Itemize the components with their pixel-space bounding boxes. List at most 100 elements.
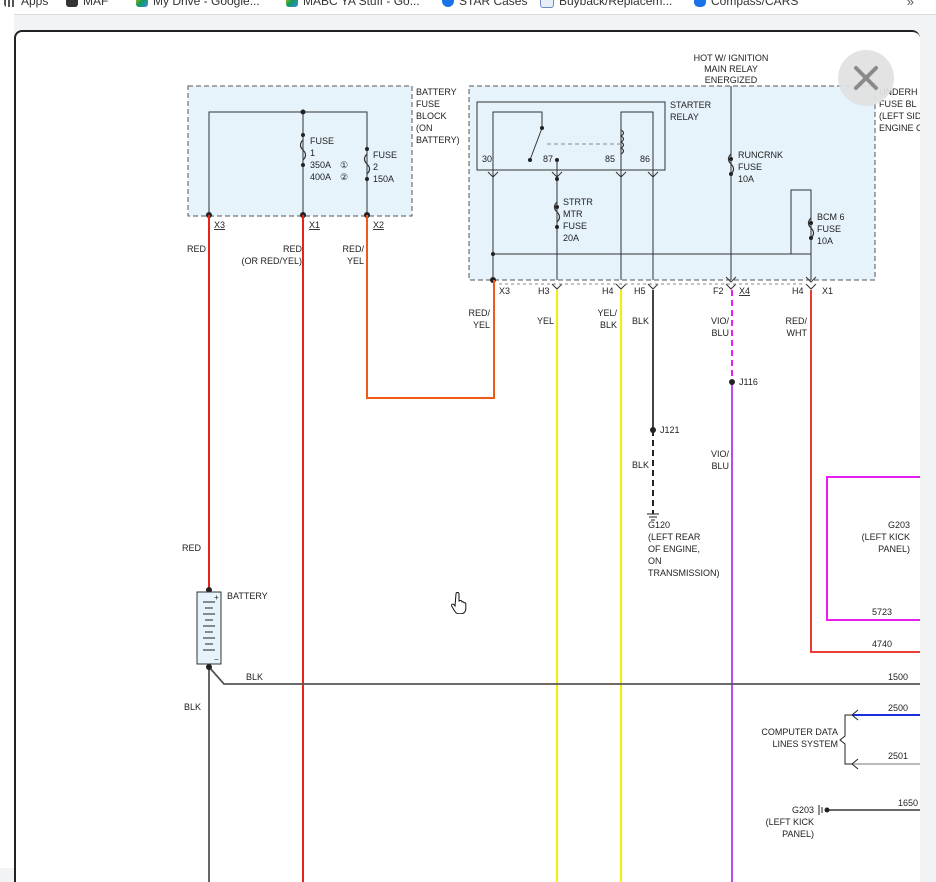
splice-dot bbox=[365, 177, 369, 181]
starter-relay-box bbox=[476, 101, 666, 171]
bookmark-apps[interactable]: Apps bbox=[4, 0, 48, 8]
relay-contact-dot bbox=[540, 126, 544, 130]
bookmark-buyback[interactable]: Buyback/Replacem... bbox=[540, 0, 672, 8]
circuit-2500-label: 2500 bbox=[888, 703, 908, 713]
wire-label-vio-blu-top: VIO/BLU bbox=[711, 316, 730, 338]
splice-dot bbox=[729, 157, 733, 161]
wire-label-red-left: RED bbox=[187, 244, 207, 254]
g203-component-box bbox=[826, 476, 920, 621]
battery-symbol: + − bbox=[196, 591, 222, 665]
close-icon bbox=[854, 66, 878, 90]
circuit-5723-label: 5723 bbox=[872, 607, 892, 617]
close-viewer-button[interactable] bbox=[838, 50, 894, 106]
wire-label-red-yel-top: RED/YEL bbox=[342, 244, 364, 266]
terminal-x2-label: X2 bbox=[373, 220, 384, 230]
fuse-2-symbol bbox=[363, 153, 371, 175]
relay-pin-86: 86 bbox=[640, 154, 650, 164]
wire-blk-1500 bbox=[208, 666, 920, 685]
drive-icon bbox=[286, 0, 298, 7]
compass-cloud-icon bbox=[694, 0, 706, 7]
starter-relay-internals bbox=[492, 111, 654, 167]
splice-dot bbox=[555, 225, 559, 229]
splice-dot bbox=[809, 236, 813, 240]
wire-label-yel-blk: YEL/BLK bbox=[597, 308, 617, 330]
circuit-4740-label: 4740 bbox=[872, 639, 892, 649]
wire-red-wht-x1 bbox=[810, 290, 920, 653]
relay-pin-85: 85 bbox=[605, 154, 615, 164]
bookmark-my-drive[interactable]: My Drive - Google... bbox=[136, 0, 260, 8]
drive-icon bbox=[136, 0, 148, 7]
bookmarks-bar: Apps MAF My Drive - Google... MABC YA St… bbox=[0, 0, 936, 15]
splice-dot bbox=[555, 205, 559, 209]
apps-grid-icon bbox=[4, 0, 16, 7]
wire-red-yel-x2 bbox=[366, 215, 495, 399]
splice-dot bbox=[809, 221, 813, 225]
hand-pointer-cursor-icon bbox=[450, 591, 468, 619]
relay-contact-dot bbox=[555, 158, 559, 162]
circuit-2501-label: 2501 bbox=[888, 751, 908, 761]
battery-minus-sign: − bbox=[214, 655, 219, 664]
wire-label-blk-j121: BLK bbox=[632, 460, 649, 470]
splice-dot bbox=[365, 147, 369, 151]
terminal-h5-label: H5 bbox=[634, 286, 646, 296]
relay-pin-30: 30 bbox=[482, 154, 492, 164]
terminal-x4-label: X4 bbox=[739, 286, 750, 296]
wire-label-red-wht: RED/WHT bbox=[785, 316, 807, 338]
splice-j121-dot bbox=[650, 427, 656, 433]
ground-g203-bottom-symbol bbox=[818, 805, 830, 815]
star-cases-icon bbox=[442, 0, 454, 7]
circuit-1650-label: 1650 bbox=[898, 798, 918, 808]
wire-label-red-mid: RED(OR RED/YEL) bbox=[241, 244, 302, 266]
wire-label-blk-batt-right: BLK bbox=[246, 672, 263, 682]
wire-label-red-batt: RED bbox=[182, 543, 202, 553]
fuse-1-symbol bbox=[299, 139, 307, 161]
underhood-internal-wiring bbox=[492, 86, 815, 280]
bookmark-star-cases[interactable]: STAR Cases bbox=[442, 0, 527, 8]
ground-g120-symbol bbox=[647, 513, 659, 521]
terminal-h4-label: H4 bbox=[602, 286, 614, 296]
terminal-x3-label: X3 bbox=[214, 220, 225, 230]
wire-label-vio-blu-mid: VIO/BLU bbox=[711, 449, 730, 471]
relay-pin-87: 87 bbox=[543, 154, 553, 164]
terminal-x1-label: X1 bbox=[309, 220, 320, 230]
battery-label: BATTERY bbox=[227, 591, 268, 601]
splice-dot bbox=[300, 109, 306, 115]
bookmark-compass-cars[interactable]: Compass/CARS bbox=[694, 0, 798, 8]
splice-dot bbox=[301, 133, 305, 137]
terminal-dot bbox=[206, 664, 212, 670]
bookmarks-overflow-chevron-icon[interactable]: » bbox=[906, 0, 914, 9]
wire-label-blk-batt-down: BLK bbox=[184, 702, 201, 712]
wire-label-blk-h5: BLK bbox=[632, 316, 649, 326]
data-lines-brace bbox=[839, 709, 859, 770]
splice-j121-label: J121 bbox=[660, 425, 680, 435]
battery-fuse-block-box bbox=[187, 85, 413, 217]
splice-dot bbox=[301, 163, 305, 167]
terminal-x3-underhood-label: X3 bbox=[499, 286, 510, 296]
terminal-h4b-label: H4 bbox=[792, 286, 804, 296]
splice-j116-label: J116 bbox=[739, 377, 758, 387]
circuit-1500-label: 1500 bbox=[888, 672, 908, 682]
splice-dot bbox=[729, 172, 733, 176]
bookmark-maf[interactable]: MAF bbox=[66, 0, 108, 8]
splice-dot bbox=[491, 252, 495, 256]
wire-label-yel: YEL bbox=[537, 316, 554, 326]
terminal-f2-label: F2 bbox=[713, 286, 724, 296]
maf-favicon-icon bbox=[66, 0, 78, 7]
splice-j116-dot bbox=[729, 379, 735, 385]
bookmark-mabc-ya[interactable]: MABC YA Stuff - Go... bbox=[286, 0, 420, 8]
terminal-h3-label: H3 bbox=[538, 286, 550, 296]
connector-chevrons bbox=[487, 171, 817, 290]
terminal-x1-underhood-label: X1 bbox=[822, 286, 833, 296]
